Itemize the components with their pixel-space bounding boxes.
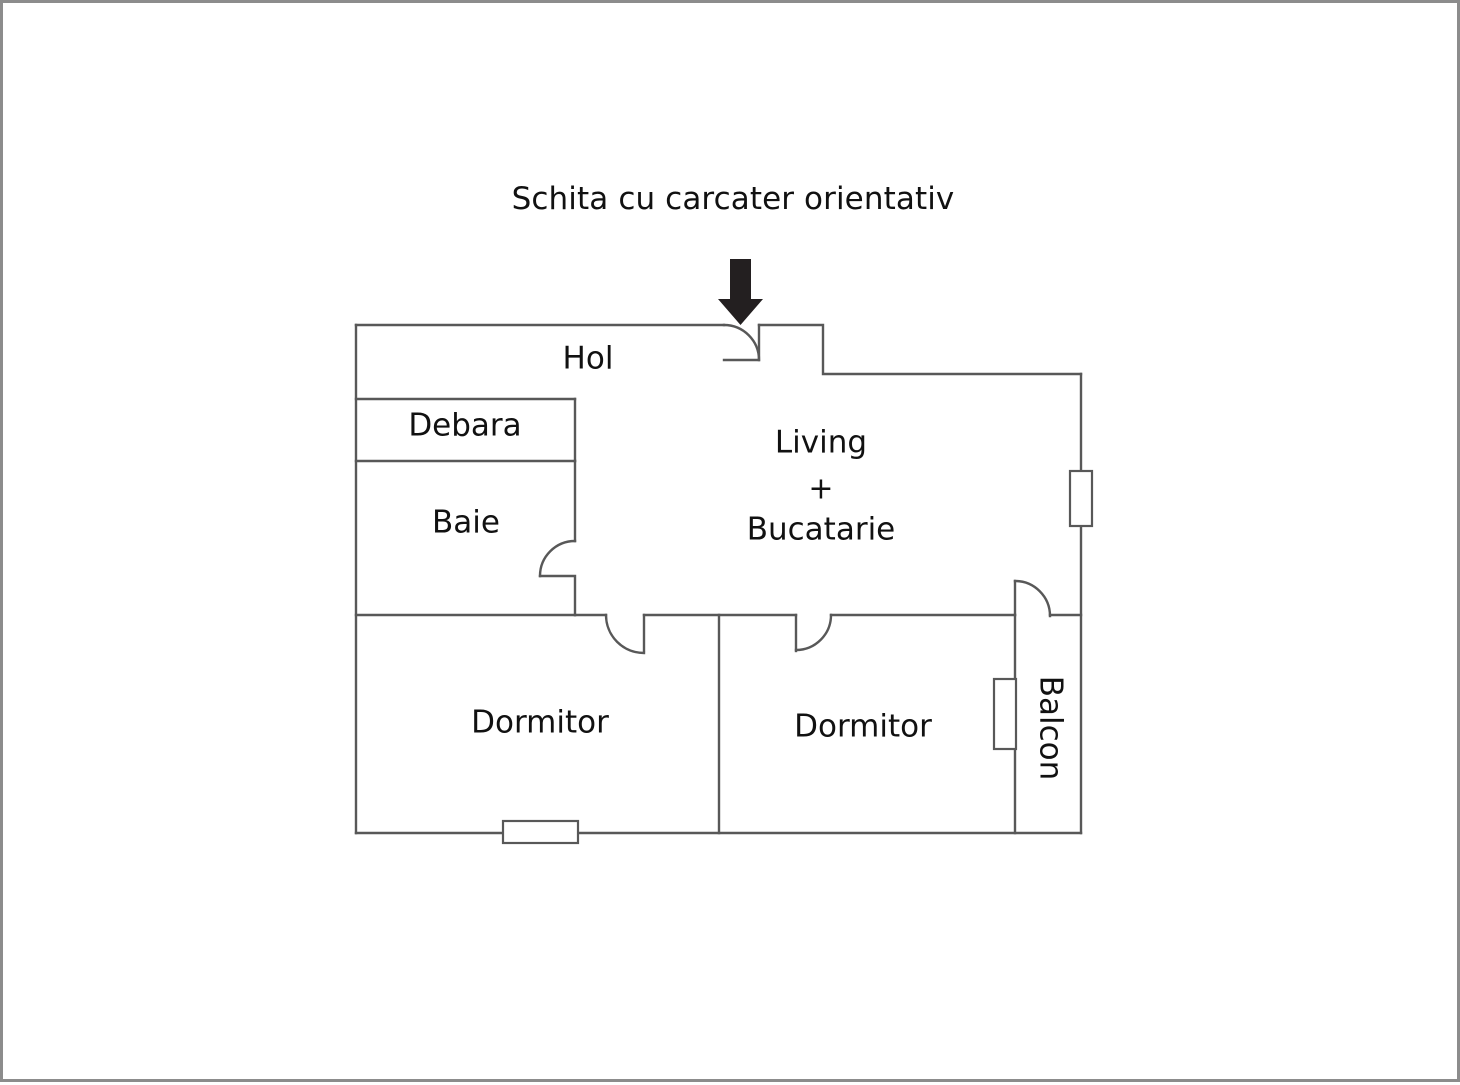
wall-top-right <box>757 323 1083 376</box>
room-label-bucatarie: Bucatarie <box>747 512 896 548</box>
wall-baie-right-lower <box>538 574 577 617</box>
entrance-door-arc <box>722 323 761 362</box>
down-arrow-icon <box>718 259 763 325</box>
bedroom-window <box>501 819 580 845</box>
room-label-debara: Debara <box>408 408 521 444</box>
left-bedroom-door-arc <box>604 613 646 655</box>
room-label-plus-sign: + <box>808 472 833 507</box>
room-label-hol: Hol <box>563 341 614 377</box>
room-label-baie: Baie <box>432 505 500 541</box>
room-label-dormitor-right: Dormitor <box>794 709 932 745</box>
room-label-dormitor-left: Dormitor <box>471 705 609 741</box>
page-title: Schita cu carcater orientativ <box>511 181 955 217</box>
balcony-door-arc <box>1013 579 1052 618</box>
bathroom-door-arc <box>538 539 577 578</box>
floorplan-drawing: Hol Debara Baie Living + Bucatarie Dormi… <box>354 259 1094 845</box>
room-label-living: Living <box>775 425 867 461</box>
living-window <box>1068 469 1094 528</box>
room-label-balcon: Balcon <box>1033 676 1069 781</box>
right-bedroom-door-arc <box>794 613 833 652</box>
balcony-window <box>992 677 1018 751</box>
